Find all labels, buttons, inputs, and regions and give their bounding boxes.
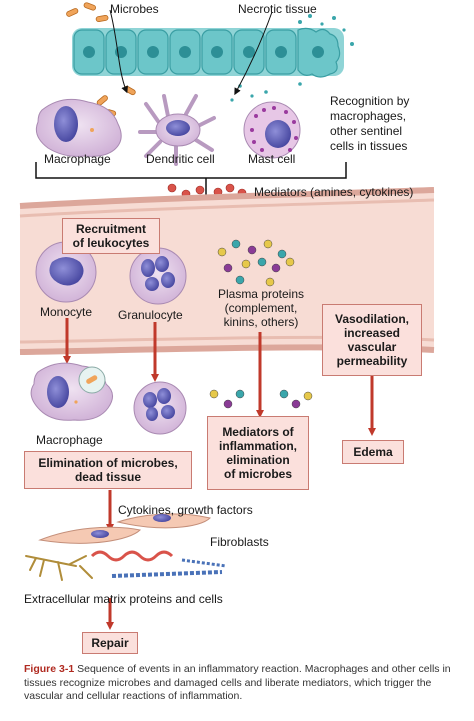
label-monocyte: Monocyte [40,305,93,319]
label-recognition: Recognition by macrophages, other sentin… [330,94,410,153]
label-necrotic-tissue: Necrotic tissue [238,2,317,16]
sentinel-bracket [35,162,347,179]
label-mast-cell: Mast cell [248,152,296,166]
box-repair: Repair [82,632,138,654]
epithelium-layer [72,14,354,102]
extracellular-matrix [25,550,227,581]
label-granulocyte: Granulocyte [118,308,183,322]
label-microbes: Microbes [110,2,159,16]
box-mediators-of-inflammation: Mediators of inflammation, elimination o… [207,416,309,490]
fibroblast-cells [38,513,211,544]
extravasated-granulocyte-cell [133,381,187,435]
box-edema: Edema [342,440,404,464]
label-cytokines: Cytokines, growth factors [118,503,253,517]
monocyte-cell [35,241,97,303]
granulocyte-cell [129,247,187,305]
label-macrophage: Macrophage [44,152,111,166]
microbes-pointer [109,9,128,94]
dendritic-cell [138,94,216,166]
figure-number: Figure 3-1 [24,663,75,675]
flow-arrows [63,318,376,630]
label-extracellular-matrix: Extracellular matrix proteins and cells [24,592,223,606]
mast-cell [243,101,301,159]
label-fibroblasts: Fibroblasts [210,535,269,549]
activated-macrophage-cell [30,362,113,421]
box-elimination-of-microbes: Elimination of microbes,dead tissue [24,451,192,489]
mediator-molecules [167,183,247,199]
label-mediators: Mediators (amines, cytokines) [254,185,414,199]
caption-text: Sequence of events in an inflammatory re… [24,663,451,702]
label-plasma-proteins: Plasma proteins (complement, kinins, oth… [217,287,305,329]
label-dendritic-cell: Dendritic cell [146,152,215,166]
plasma-protein-molecules [217,239,295,287]
extravasated-plasma-proteins [209,389,313,409]
macrophage-cell [35,98,122,157]
label-macrophage-activated: Macrophage [36,433,103,447]
figure-caption: Figure 3-1 Sequence of events in an infl… [24,663,454,704]
necrotic-pointer [234,11,273,96]
box-vasodilation: Vasodilation, increased vascular permeab… [322,304,422,376]
